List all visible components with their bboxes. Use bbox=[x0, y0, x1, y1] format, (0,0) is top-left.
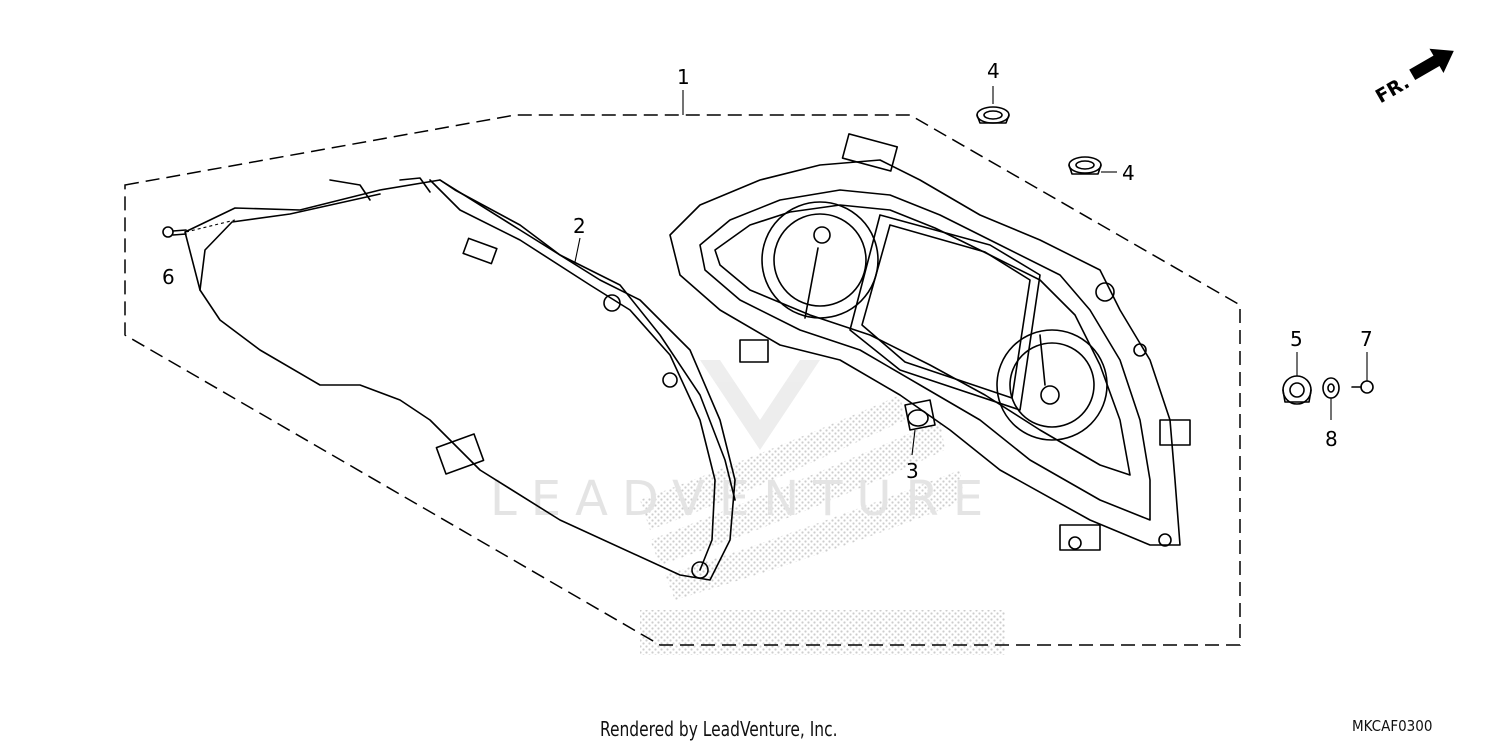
screw-part bbox=[162, 219, 236, 238]
callout-7: 7 bbox=[1360, 327, 1373, 351]
callout-1: 1 bbox=[677, 65, 690, 89]
grommet-part-b bbox=[1068, 156, 1117, 175]
callout-4a: 4 bbox=[987, 59, 1000, 83]
grommet-part-a bbox=[976, 86, 1010, 124]
callout-3: 3 bbox=[906, 459, 919, 483]
assembly-outline bbox=[124, 114, 1241, 646]
watermark-text: LEADVENTURE bbox=[490, 471, 997, 527]
bolt-part bbox=[1351, 352, 1374, 394]
callout-6: 6 bbox=[162, 265, 175, 289]
diagram-code: MKCAF0300 bbox=[1352, 717, 1433, 735]
callout-5: 5 bbox=[1290, 327, 1303, 351]
meter-lens-part bbox=[184, 177, 736, 581]
callout-2: 2 bbox=[573, 214, 586, 238]
leader-2 bbox=[574, 237, 581, 263]
washer-part bbox=[1322, 377, 1340, 420]
nut-part bbox=[1282, 352, 1312, 405]
footer-credit: Rendered by LeadVenture, Inc. bbox=[600, 717, 838, 741]
socket-part bbox=[904, 399, 936, 456]
front-direction-indicator: FR. bbox=[1372, 48, 1454, 108]
front-direction-label: FR. bbox=[1372, 71, 1413, 108]
meter-body-part bbox=[669, 133, 1191, 551]
callout-4b: 4 bbox=[1122, 161, 1135, 185]
callout-8: 8 bbox=[1325, 427, 1338, 451]
front-direction-arrow-icon bbox=[1409, 48, 1454, 81]
watermark-logo: LEADVENTURE bbox=[490, 360, 1005, 655]
